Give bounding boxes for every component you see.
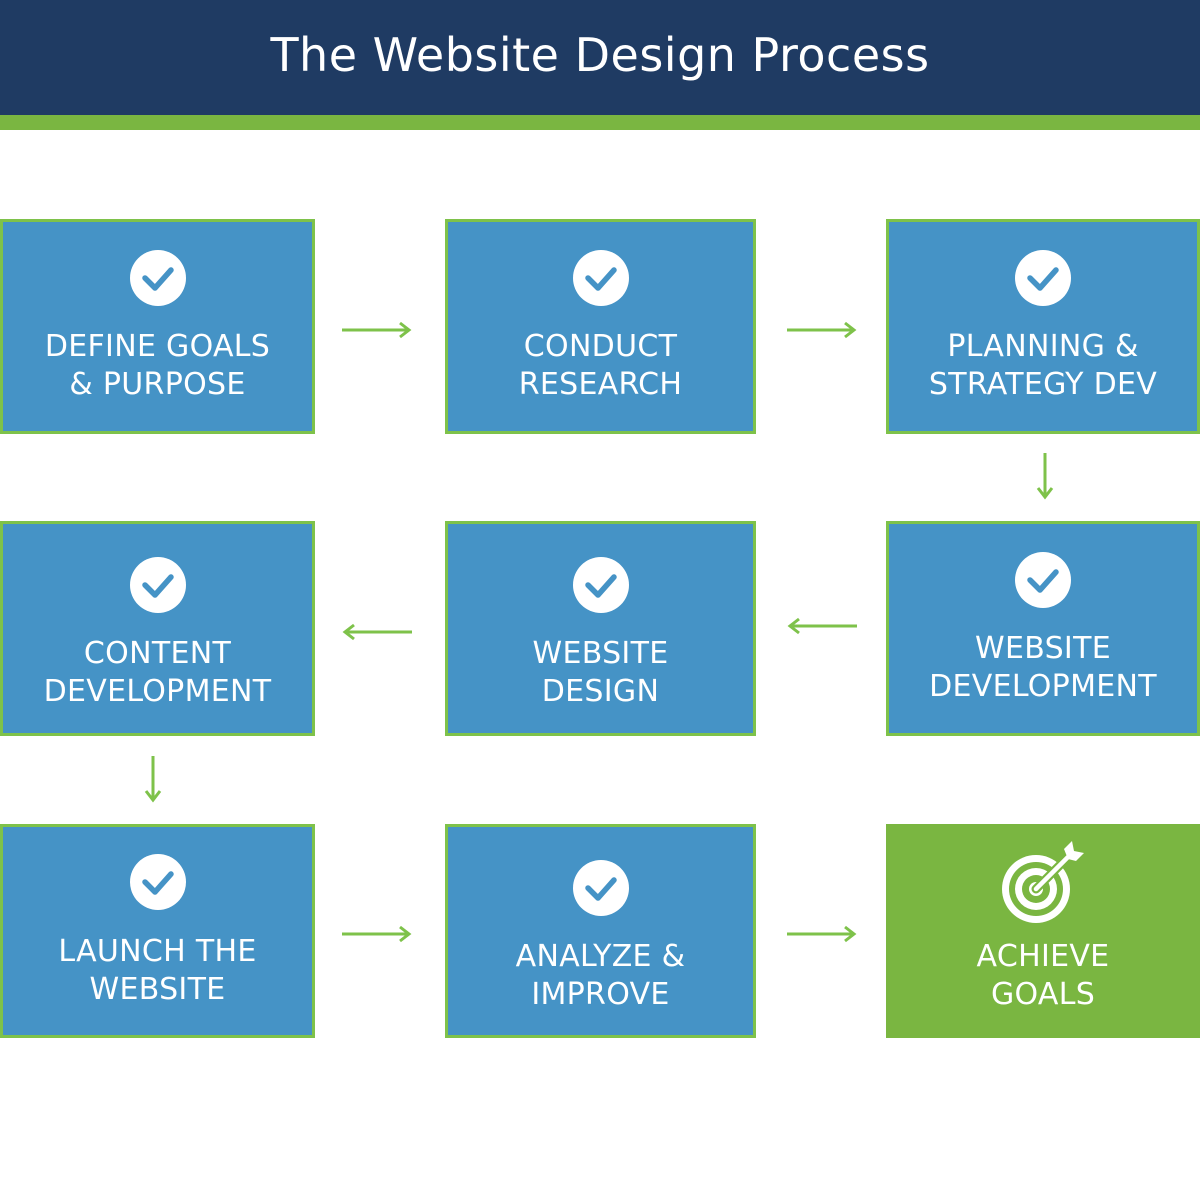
step-label: LAUNCH THE WEBSITE: [58, 934, 257, 1007]
check-circle-icon: [1015, 552, 1071, 608]
check-circle-icon: [572, 557, 629, 613]
arrow-right-icon: [340, 320, 414, 340]
step-conduct-research: CONDUCT RESEARCH: [445, 219, 756, 434]
check-circle-icon: [129, 854, 186, 910]
step-label: ACHIEVE GOALS: [976, 939, 1110, 1012]
arrow-right-icon: [785, 320, 859, 340]
step-label: ANALYZE & IMPROVE: [515, 939, 686, 1012]
page-title: The Website Design Process: [270, 27, 930, 82]
step-analyze-improve: ANALYZE & IMPROVE: [445, 824, 756, 1038]
arrow-right-icon: [340, 924, 414, 944]
arrow-down-icon: [143, 754, 163, 804]
step-website-development: WEBSITE DEVELOPMENT: [886, 521, 1200, 736]
check-circle-icon: [572, 250, 629, 306]
step-launch-website: LAUNCH THE WEBSITE: [0, 824, 315, 1038]
arrow-down-icon: [1035, 451, 1055, 501]
check-circle-icon: [1015, 250, 1071, 306]
step-content-development: CONTENT DEVELOPMENT: [0, 521, 315, 736]
step-achieve-goals: ACHIEVE GOALS: [886, 824, 1200, 1038]
step-label: WEBSITE DESIGN: [532, 636, 669, 709]
step-label: PLANNING & STRATEGY DEV: [928, 329, 1158, 402]
step-label: CONDUCT RESEARCH: [518, 329, 683, 402]
step-label: WEBSITE DEVELOPMENT: [929, 631, 1157, 704]
step-label: CONTENT DEVELOPMENT: [43, 636, 272, 709]
header-accent-stripe: [0, 115, 1200, 130]
check-circle-icon: [129, 557, 186, 613]
step-website-design: WEBSITE DESIGN: [445, 521, 756, 736]
step-planning-strategy: PLANNING & STRATEGY DEV: [886, 219, 1200, 434]
arrow-right-icon: [785, 924, 859, 944]
target-arrow-icon: [998, 839, 1088, 929]
arrow-left-icon: [340, 622, 414, 642]
step-label: DEFINE GOALS & PURPOSE: [44, 329, 271, 402]
header-bar: The Website Design Process: [0, 0, 1200, 115]
check-circle-icon: [129, 250, 186, 306]
check-circle-icon: [572, 860, 629, 916]
step-define-goals: DEFINE GOALS & PURPOSE: [0, 219, 315, 434]
arrow-left-icon: [785, 616, 859, 636]
